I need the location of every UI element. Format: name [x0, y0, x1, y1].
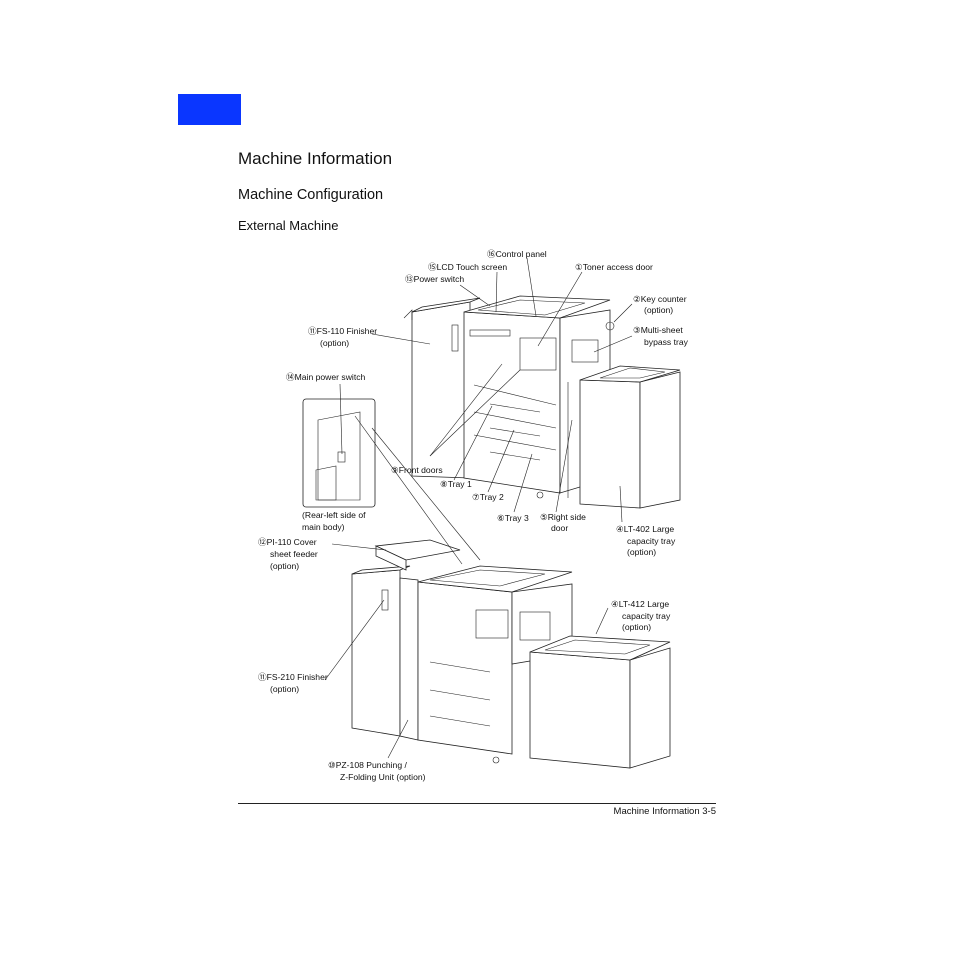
label-lt412-2: capacity tray	[622, 611, 671, 621]
label-pi110-3: (option)	[270, 561, 299, 571]
label-tray2: ⑦Tray 2	[472, 492, 504, 502]
label-control-panel: ⑯Control panel	[487, 249, 547, 259]
label-rear-left-2: main body)	[302, 522, 345, 532]
label-fs210-2: (option)	[270, 684, 299, 694]
label-lt412-1: ④LT-412 Large	[611, 599, 669, 609]
label-pi110-2: sheet feeder	[270, 549, 318, 559]
label-tray1: ⑧Tray 1	[440, 479, 472, 489]
subsection-heading: External Machine	[238, 218, 339, 233]
label-key-counter-2: (option)	[644, 305, 673, 315]
label-right-door-2: door	[551, 523, 568, 533]
label-main-power-switch: ⑭Main power switch	[286, 372, 365, 382]
label-fs110-1: ⑪FS-110 Finisher	[308, 326, 377, 336]
section-heading: Machine Configuration	[238, 187, 384, 203]
chapter-tab-block	[178, 94, 241, 125]
label-pi110-1: ⑫PI-110 Cover	[258, 537, 317, 547]
label-tray3: ⑥Tray 3	[497, 513, 529, 523]
label-lt402-3: (option)	[627, 547, 656, 557]
label-key-counter-1: ②Key counter	[633, 294, 687, 304]
label-lt412-3: (option)	[622, 622, 651, 632]
label-lcd-touch-screen: ⑮LCD Touch screen	[428, 262, 507, 272]
label-rear-left-1: (Rear-left side of	[302, 510, 366, 520]
label-lt402-2: capacity tray	[627, 536, 676, 546]
label-power-switch: ⑬Power switch	[405, 274, 464, 284]
label-right-door-1: ⑤Right side	[540, 512, 586, 522]
label-toner-access-door: ①Toner access door	[575, 262, 653, 272]
label-lt402-1: ④LT-402 Large	[616, 524, 674, 534]
main-power-switch-inset	[302, 398, 376, 508]
lower-machine-illustration	[351, 539, 671, 769]
label-pz108-1: ⑩PZ-108 Punching /	[328, 760, 407, 770]
footer-rule	[238, 803, 716, 804]
label-front-doors: ⑨Front doors	[391, 465, 443, 475]
leader-lines	[324, 257, 633, 759]
label-bypass-2: bypass tray	[644, 337, 689, 347]
page-title: Machine Information	[238, 149, 393, 168]
upper-machine-illustration	[403, 295, 681, 509]
label-bypass-1: ③Multi-sheet	[633, 325, 683, 335]
callout-labels: ⑯Control panel ⑮LCD Touch screen ⑬Power …	[258, 249, 689, 782]
label-fs110-2: (option)	[320, 338, 349, 348]
label-pz108-2: Z-Folding Unit (option)	[340, 772, 426, 782]
label-fs210-1: ⑪FS-210 Finisher	[258, 672, 328, 682]
footer-page-label: Machine Information 3-5	[613, 806, 716, 817]
